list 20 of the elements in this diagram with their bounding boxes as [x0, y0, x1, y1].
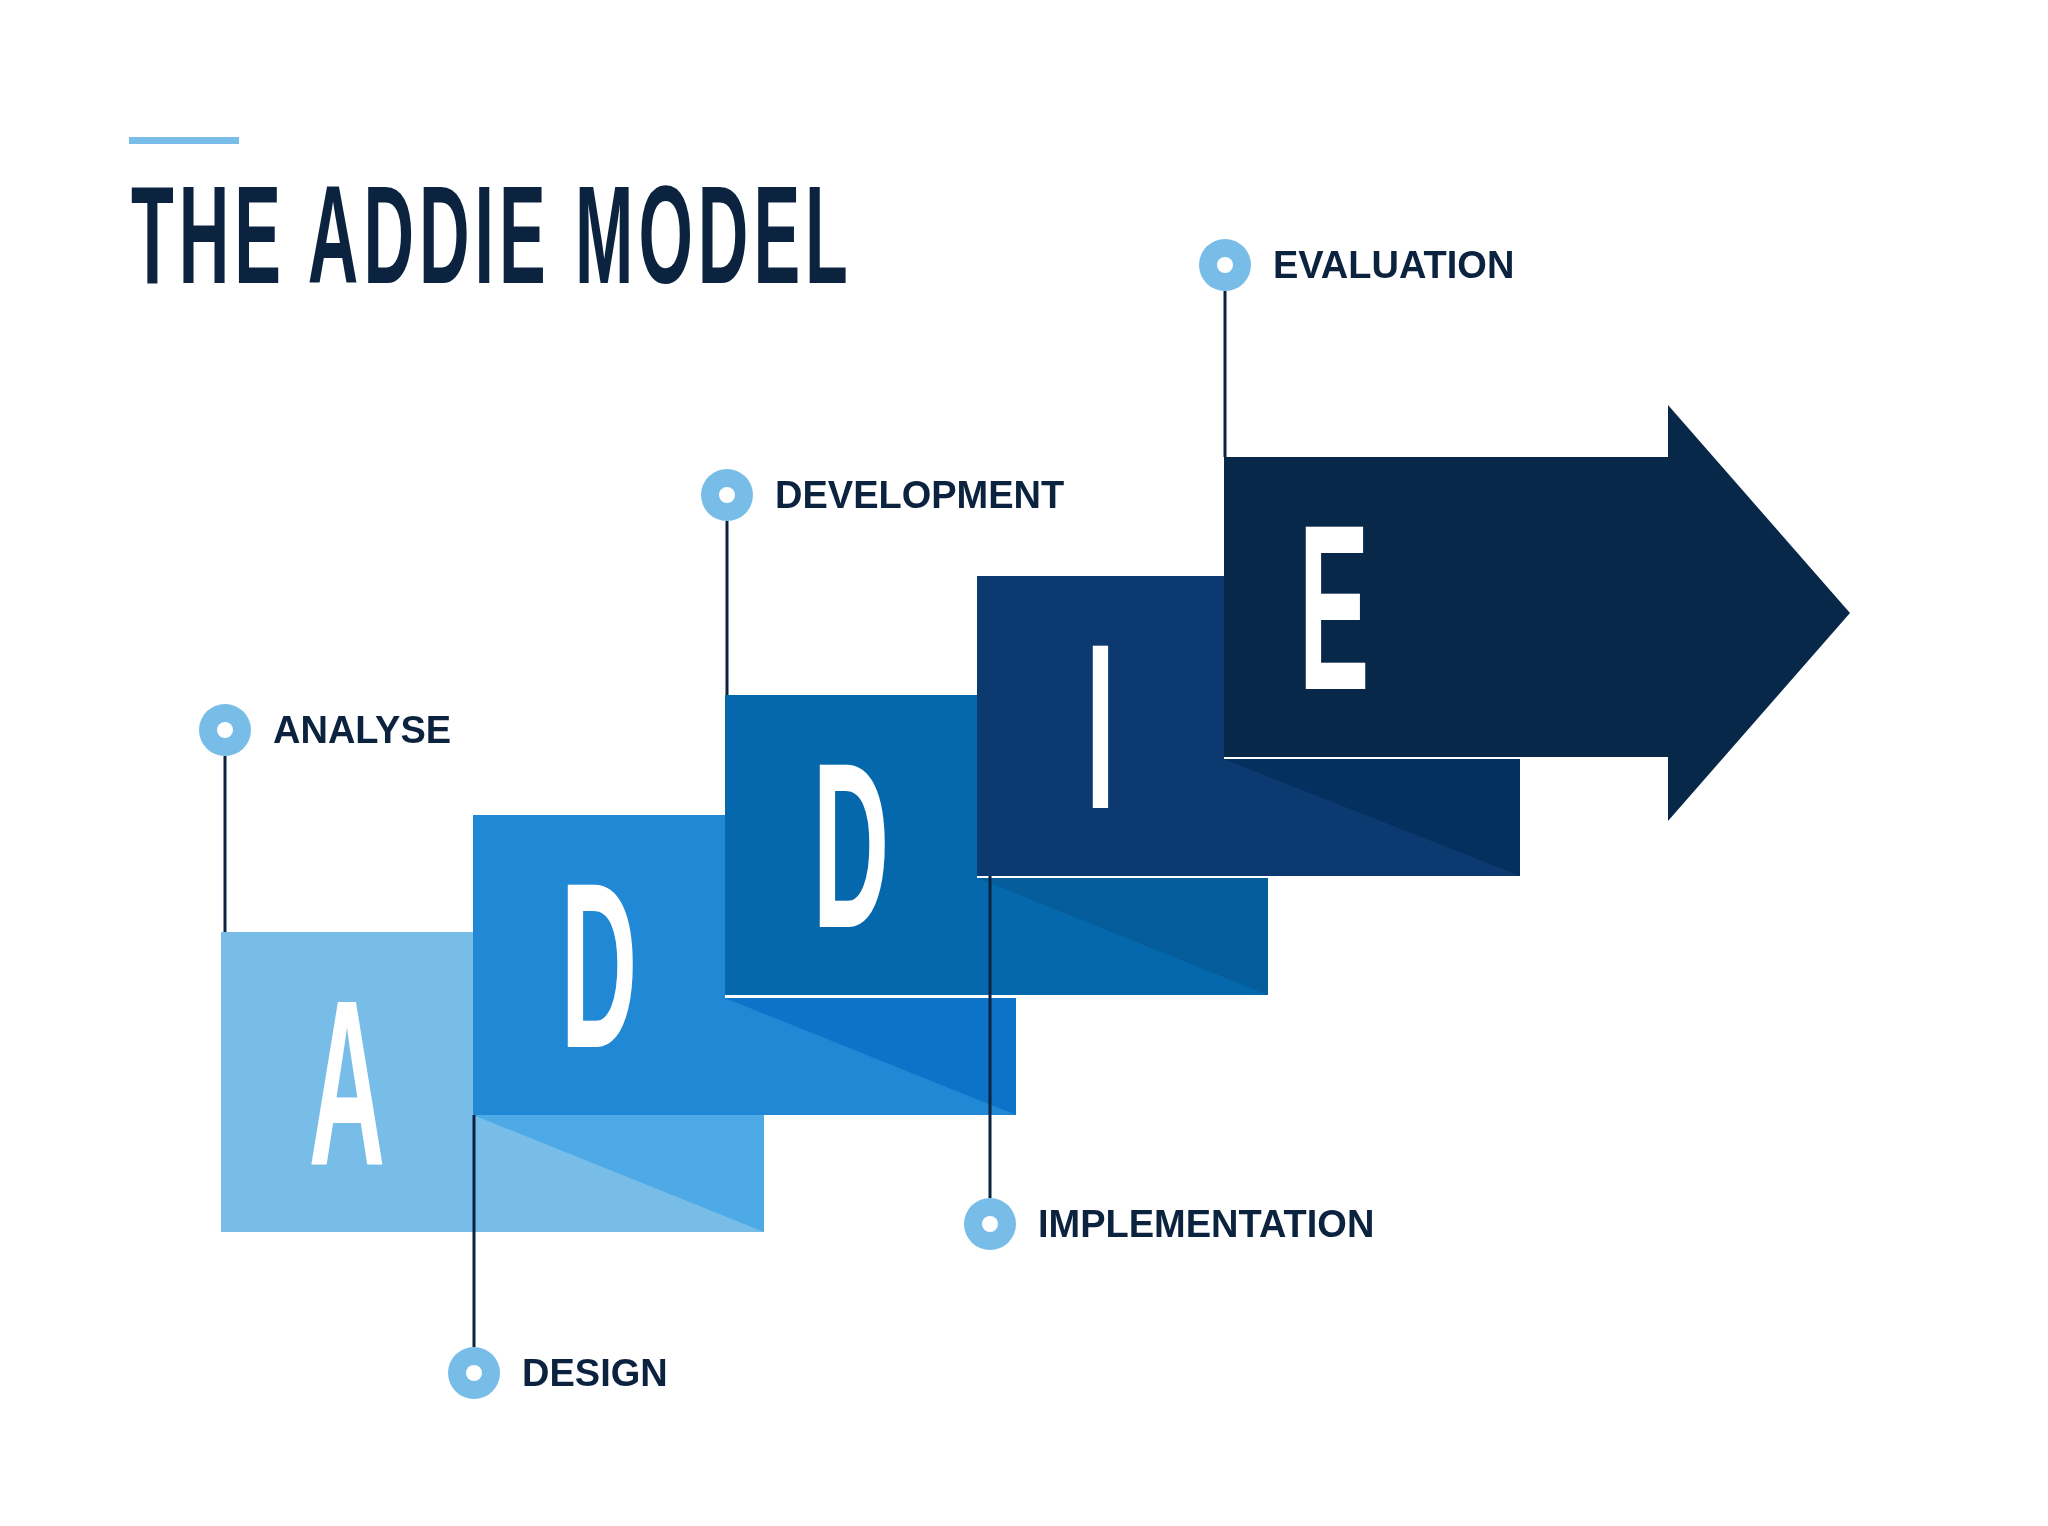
step-block [221, 932, 473, 1232]
title: THE ADDIE MODEL [131, 160, 853, 310]
stage-label: ANALYSE [273, 708, 452, 753]
stage-label: DEVELOPMENT [775, 473, 1065, 518]
step-letter: A [307, 965, 387, 1200]
leader-line [472, 1115, 476, 1347]
step-letter: E [1297, 490, 1371, 725]
step-letter: I [1084, 609, 1117, 844]
leader-line [725, 521, 729, 695]
step-block [725, 695, 977, 995]
leader-line [223, 756, 227, 932]
stage-label: IMPLEMENTATION [1038, 1202, 1375, 1247]
step-block [473, 815, 725, 1115]
step-letter: D [559, 848, 639, 1083]
leader-line [1223, 291, 1227, 457]
stage-label: DESIGN [522, 1351, 668, 1396]
step-letter: D [811, 728, 891, 963]
leader-line [988, 876, 992, 1198]
step-block [977, 576, 1224, 876]
stage-label: EVALUATION [1273, 243, 1515, 288]
